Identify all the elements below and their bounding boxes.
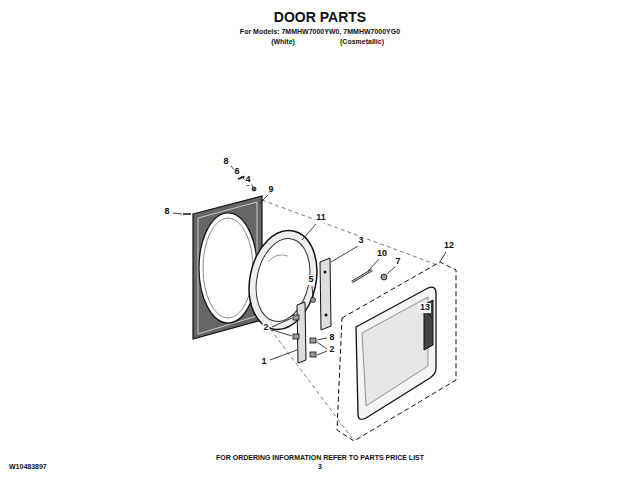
hinge-bracket <box>293 298 316 364</box>
panel-rim <box>198 202 257 334</box>
page-number: 3 <box>317 463 323 471</box>
door-outline <box>337 262 456 441</box>
leader-line <box>428 313 432 318</box>
color-name: (White) <box>270 38 296 46</box>
footer-note: FOR ORDERING INFORMATION REFER TO PARTS … <box>215 454 425 462</box>
page-title: DOOR PARTS <box>273 10 367 25</box>
leader-line <box>440 252 446 262</box>
bracket-tab <box>293 315 299 320</box>
leader-line <box>312 286 313 297</box>
leader-line <box>270 350 297 360</box>
hinge <box>320 258 331 330</box>
callout-number: 2 <box>262 323 269 333</box>
screw <box>311 298 316 303</box>
callout-number: 2 <box>328 345 335 355</box>
glass-ring <box>240 224 325 336</box>
callout-number: 13 <box>419 303 431 313</box>
glass-shine <box>268 255 288 262</box>
callout-number: 4 <box>244 175 251 185</box>
leader-line <box>302 224 316 240</box>
leader-line <box>331 246 358 262</box>
panel-opening-edge <box>203 218 253 318</box>
callout-number: 9 <box>267 185 274 195</box>
leader-line <box>259 195 268 204</box>
bracket-tab <box>310 352 316 357</box>
bracket-plate <box>297 302 306 363</box>
bracket-tab <box>310 338 316 343</box>
panel-opening <box>199 213 257 323</box>
screw <box>381 274 387 280</box>
callout-number: 11 <box>315 213 327 223</box>
door-glass <box>240 224 325 336</box>
callout-number: 12 <box>443 241 455 251</box>
callout-number: 6 <box>233 167 240 177</box>
callout-number: 3 <box>357 236 364 246</box>
leader-line <box>317 338 327 340</box>
color-name: (Cosmetallic) <box>339 38 385 46</box>
nut <box>252 187 256 191</box>
callout-number: 1 <box>260 357 267 367</box>
callout-number: 10 <box>376 249 388 259</box>
bracket-tab <box>293 334 299 339</box>
door-assembly <box>337 262 456 441</box>
leader-line <box>368 259 379 271</box>
callout-number: 8 <box>222 157 229 167</box>
leader-line <box>317 342 327 349</box>
screw <box>183 213 191 215</box>
document-number: W10483897 <box>8 463 48 471</box>
wire-core <box>352 270 372 282</box>
leader-line <box>272 318 292 327</box>
door-inner <box>362 297 428 406</box>
model-list: For Models: 7MMHW7000YW0, 7MMHW7000YG0 <box>239 28 401 36</box>
callout-number: 7 <box>394 257 401 267</box>
door-panel <box>356 287 436 419</box>
hinge-plate <box>320 258 331 330</box>
leader-line <box>272 330 292 336</box>
wire <box>352 270 372 282</box>
callout-number: 8 <box>328 333 335 343</box>
hinge-hole <box>325 314 328 317</box>
callout-number: 5 <box>307 275 314 285</box>
glass-bowl <box>249 234 317 327</box>
leader-lines <box>173 166 446 360</box>
hinge-hole <box>324 271 327 274</box>
guide-line <box>262 318 352 438</box>
leader-line <box>387 267 395 274</box>
leader-line <box>317 351 327 355</box>
leader-line <box>173 213 182 214</box>
callout-number: 8 <box>163 207 170 217</box>
